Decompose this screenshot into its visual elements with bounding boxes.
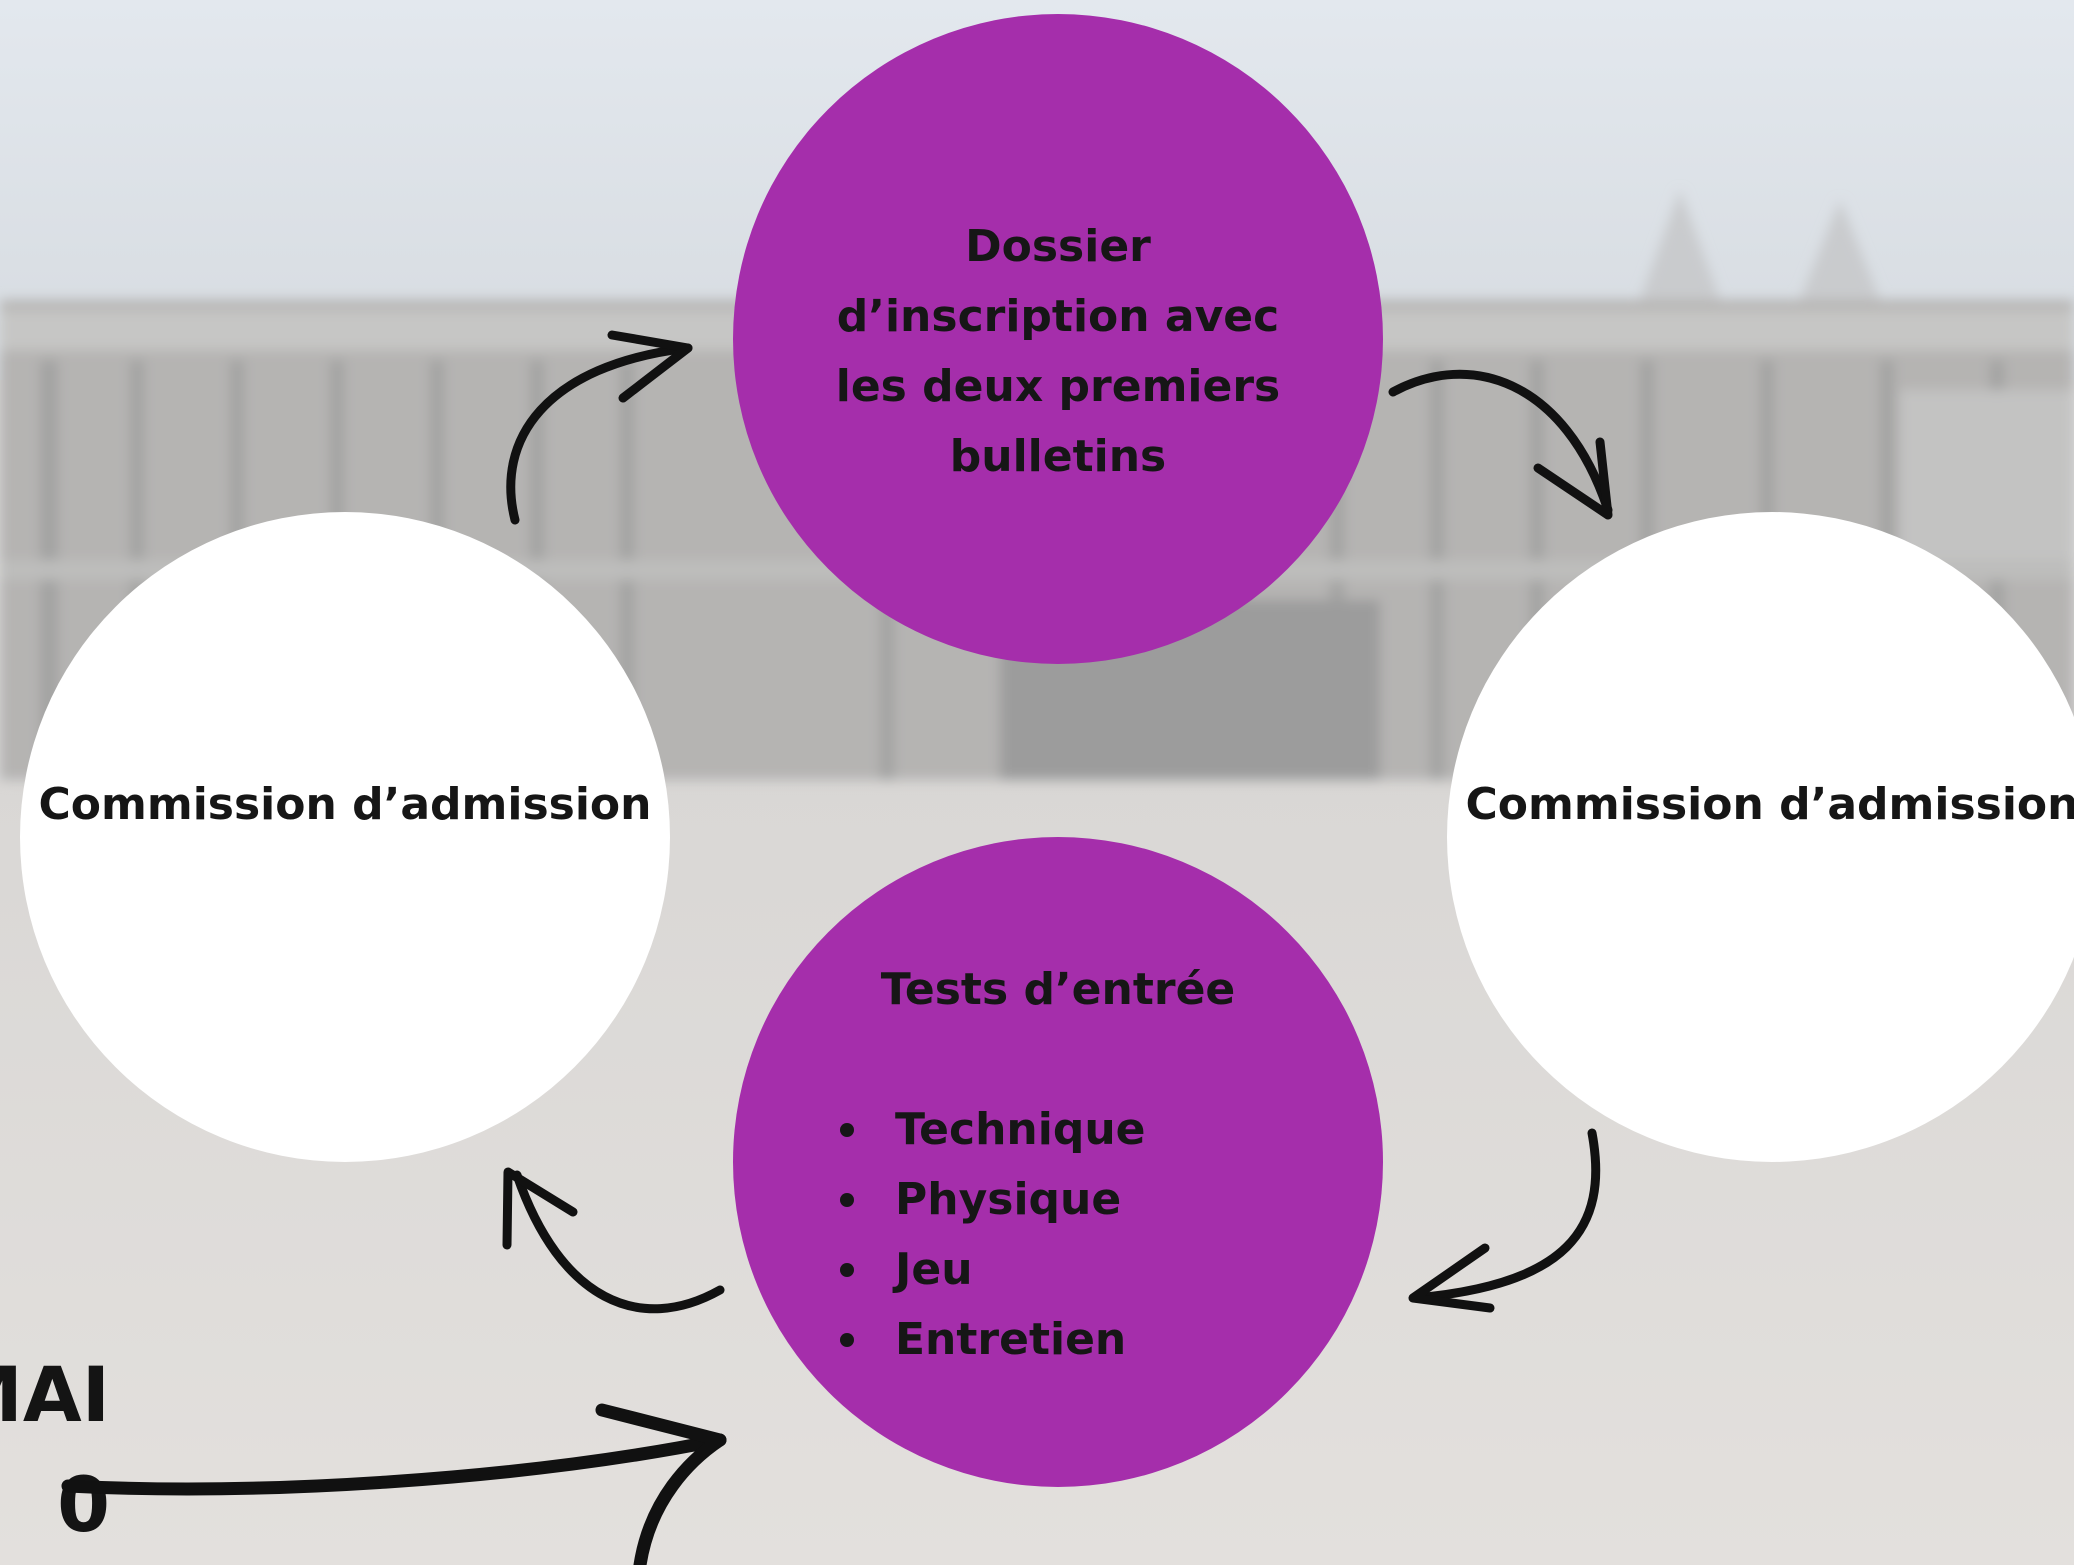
list-item: Jeu [840,1235,1146,1305]
step-circle-entrance-tests: Tests d’entrée Technique Physique Jeu En… [733,837,1383,1487]
side-text-line-2: 0 [57,1460,110,1549]
step-label-admission-right: Commission d’admission [1465,779,2074,830]
side-text-line-1: MAI [0,1350,110,1439]
list-item: Technique [840,1095,1146,1165]
step-label-registration: Dossier d’inscription avec les deux prem… [835,221,1281,482]
step-circle-registration: Dossier d’inscription avec les deux prem… [733,14,1383,664]
arrow-right-to-bottom-icon [1408,1128,1601,1313]
entrance-tests-list: Technique Physique Jeu Entretien [840,1095,1146,1375]
step-circle-admission-left: Commission d’admission [20,512,670,1162]
step-label-entrance-tests: Tests d’entrée [880,964,1236,1015]
arrow-top-to-right-icon [1388,369,1613,520]
arrow-bottom-to-left-icon [502,1167,725,1314]
step-label-admission-left: Commission d’admission [38,779,652,830]
arrow-left-to-top-icon [506,330,693,525]
side-text: MAI 0 [0,1340,110,1560]
arrow-side-to-bottom-icon [61,1403,727,1565]
list-item: Entretien [840,1305,1146,1375]
list-item: Physique [840,1165,1146,1235]
step-circle-admission-right: Commission d’admission [1447,512,2074,1162]
